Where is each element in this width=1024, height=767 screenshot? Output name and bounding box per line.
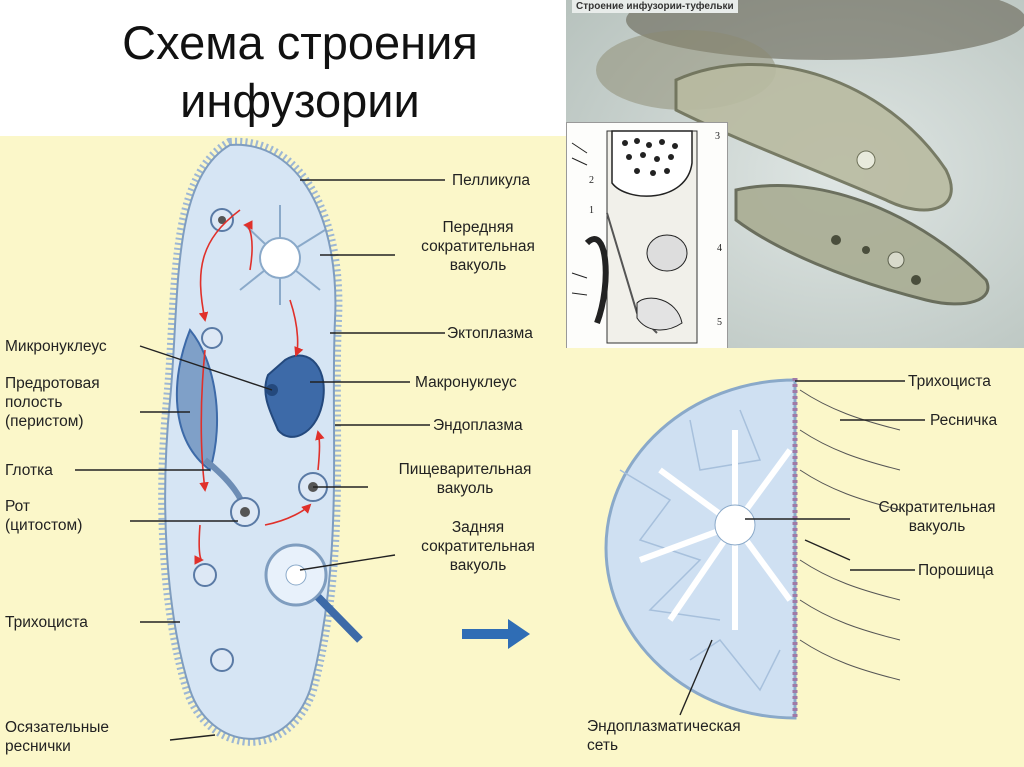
label-micronucleus: Микронуклеус	[5, 338, 107, 355]
photo-caption: Строение инфузории-туфельки	[572, 0, 738, 13]
label-macronucleus: Макронуклеус	[415, 374, 517, 391]
inset-number-4: 4	[717, 243, 722, 254]
label-endoplasm: Эндоплазма	[433, 417, 523, 434]
label-pharynx: Глотка	[5, 462, 53, 479]
leader-lines-right	[679, 380, 925, 716]
label-tactile-cilia: Осязательные реснички	[5, 719, 110, 755]
food-vacuoles	[193, 208, 328, 672]
anterior-vacuole	[239, 205, 326, 305]
label-trichocyst-right: Трихоциста	[908, 373, 991, 390]
inset-number-1: 1	[589, 205, 594, 216]
inset-number-5: 5	[717, 317, 722, 328]
label-trichocyst-left: Трихоциста	[5, 614, 88, 631]
label-cilium: Ресничка	[930, 412, 998, 429]
label-posterior-vacuole: Задняя сократительная вакуоль	[421, 519, 535, 574]
macronucleus	[264, 354, 325, 438]
label-contractile-vacuole: Сократительная вакуоль	[878, 499, 996, 535]
detail-semicircle	[604, 378, 901, 720]
posterior-vacuole	[264, 543, 363, 643]
label-digestive-vacuole: Пищеварительная вакуоль	[398, 461, 532, 497]
blue-arrow	[462, 619, 530, 649]
label-endoplasmic-network: Эндоплазматическая сеть	[587, 718, 741, 754]
inset-number-2: 2	[589, 175, 594, 186]
label-anterior-vacuole: Передняя сократительная вакуоль	[421, 219, 535, 274]
label-mouth: Рот (цитостом)	[5, 498, 83, 534]
label-peristome: Предротовая полость (перистом)	[5, 375, 100, 430]
label-pellicle: Пелликула	[452, 172, 531, 189]
inset-drawing: 3 2 1 4 5	[566, 122, 728, 350]
label-pore: Порошица	[918, 562, 994, 579]
inset-number-3: 3	[715, 131, 720, 142]
leader-lines-left	[75, 179, 445, 741]
label-ectoplasm: Эктоплазма	[447, 325, 533, 342]
slide-title: Схема строения инфузории	[122, 16, 478, 127]
